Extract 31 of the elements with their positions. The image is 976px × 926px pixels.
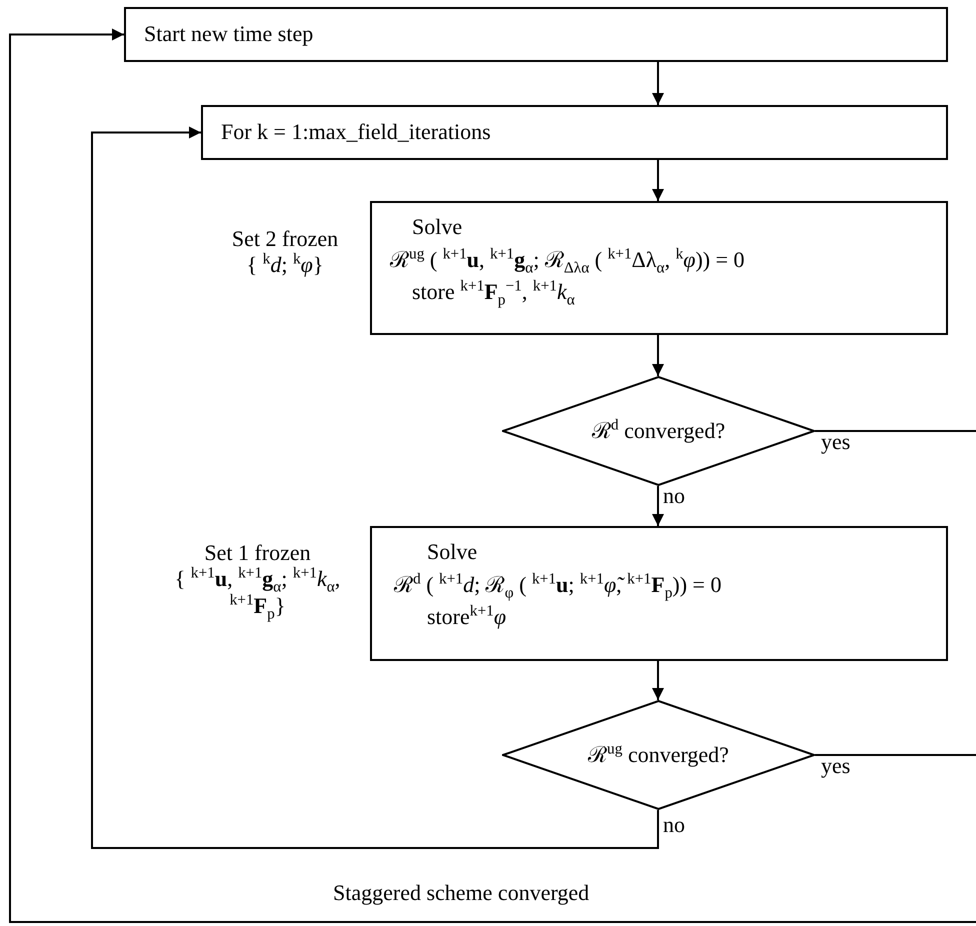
arrow [652,661,664,700]
step-text: Solve [427,538,478,566]
connector-line [815,430,976,432]
step-text: store $^{k+1}$F$_{p}$$^{−1}$, $^{k+1}$k$_{α}$ [412,278,576,306]
arrow [91,126,659,849]
frozen-set-text: { $^{k}$d; $^{k}$φ} [246,252,324,279]
step-text: Solve [412,213,464,240]
edge-label: yes [821,754,850,778]
process-box [124,7,948,62]
step-text: store$^{k+1}$φ [427,603,508,630]
edge-label: no [663,484,685,508]
connector-line [815,754,976,756]
arrow [652,486,664,526]
step-text: For k = 1:max_field_iterations [221,118,492,146]
process-box [201,105,948,160]
edge-label: no [663,813,685,838]
process-box [370,526,948,661]
arrow [652,160,664,201]
arrow [652,62,664,105]
edge-label: yes [821,430,850,454]
arrow [9,28,976,923]
frozen-set-text: { $^{k+1}$u, $^{k+1}$g$_{α}$; $^{k+1}$k$_{α}$, $^{k+1}$F$_{p}$} [174,566,342,620]
arrow [652,335,664,376]
side-note: Set 1 frozen [203,540,312,566]
step-text: Start new time step [144,20,314,48]
decision-text: ℛ$^{d}$ converged? [592,417,726,445]
equation: ℛ$^{ug}$ ( $^{k+1}$u, $^{k+1}$g$_{α}$; ℛ$_{Δλα}$ ( $^{k+1}$Δλ$_{α}$, $^{k}$φ)) = 0 [390,246,746,273]
decision-text: ℛ$^{ug}$ converged? [588,741,729,769]
edge-label: Staggered scheme converged [333,880,590,905]
process-box [370,201,948,335]
side-note: Set 2 frozen [230,226,340,252]
